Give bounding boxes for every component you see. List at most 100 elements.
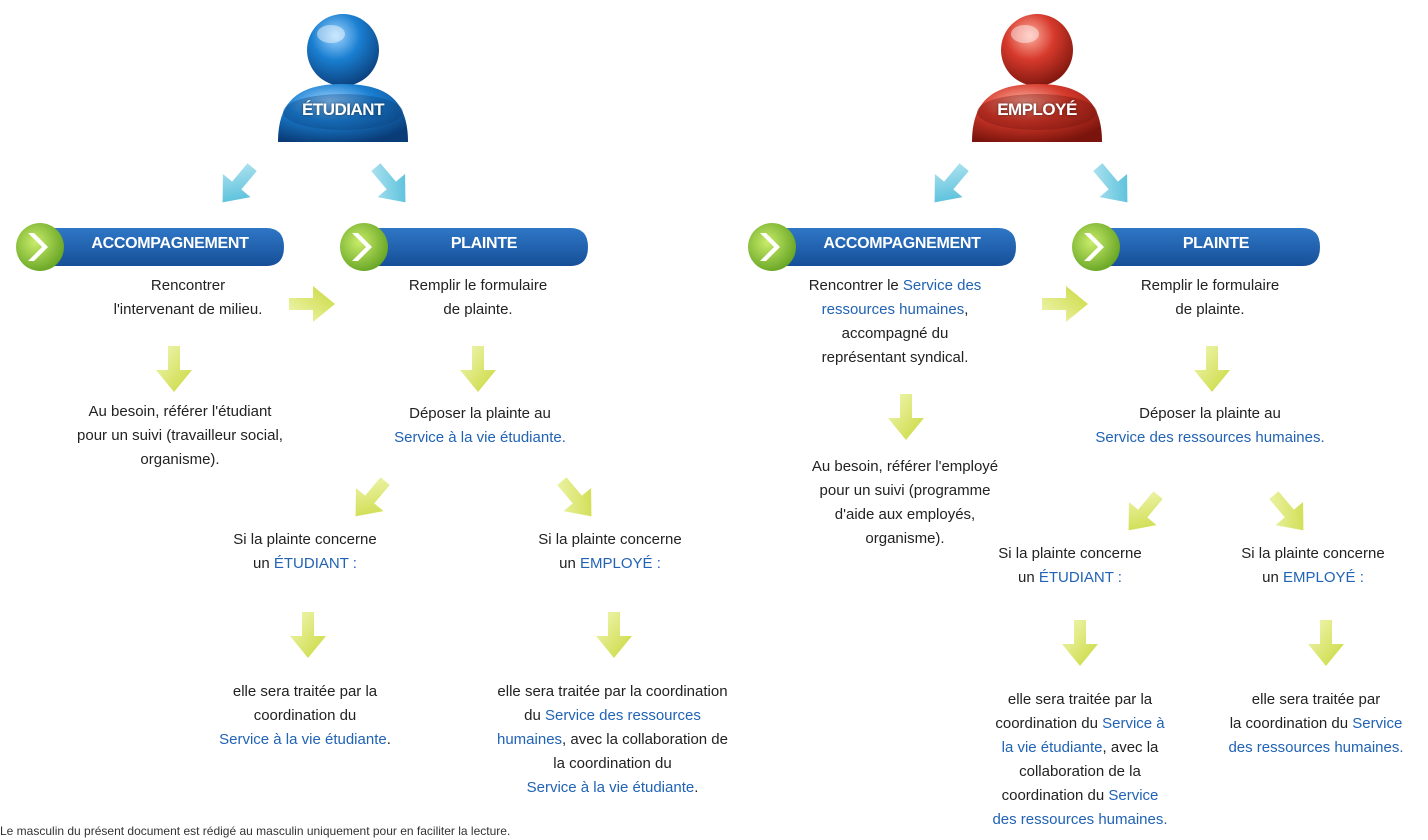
link-service-rh: Service [1352, 715, 1403, 732]
link-service-rh: des ressources humaines. [992, 811, 1168, 828]
text-line: . [386, 731, 391, 748]
text-line: Déposer la plainte au [1139, 405, 1281, 422]
accomp-need-employee: Au besoin, référer l'employé pour un sui… [760, 455, 1050, 551]
text-line: , avec la [1102, 739, 1159, 756]
text-line: coordination du [1001, 787, 1109, 804]
arrow-icon [588, 608, 640, 660]
accomp-need-student: Au besoin, référer l'étudiant pour un su… [20, 400, 340, 472]
arrow-icon [1054, 616, 1106, 668]
arrow-icon [212, 158, 264, 210]
banner-plainte-student: PLAINTE [338, 222, 590, 272]
person-employee-icon: EMPLOYÉ [952, 2, 1122, 147]
highlight-employe: EMPLOYÉ : [1283, 569, 1364, 586]
text-line: elle sera traitée par la [232, 683, 378, 700]
arrow-icon [364, 158, 416, 210]
footnote: Le masculin du présent document est rédi… [0, 824, 511, 838]
text-line: Si la plainte concerne [538, 531, 682, 548]
text-line: de plainte. [1175, 301, 1245, 318]
text-line: collaboration de la [1019, 763, 1141, 780]
accomp-text-employee: Rencontrer le Service des ressources hum… [770, 274, 1020, 370]
banner-title: PLAINTE [1182, 235, 1250, 252]
plainte-text-employee: Remplir le formulaire de plainte. [1100, 274, 1320, 322]
arrow-icon [924, 158, 976, 210]
banner-title: ACCOMPAGNEMENT [823, 235, 981, 252]
link-service-vie-etudiante: Service à la vie étudiante [219, 731, 387, 748]
text-line: pour un suivi (travailleur social, [77, 427, 283, 444]
text-line: un [1262, 569, 1283, 586]
text-line: de plainte. [443, 301, 513, 318]
result-employe-employee: elle sera traitée par la coordination du… [1204, 688, 1428, 760]
text-line: Au besoin, référer l'employé [811, 458, 999, 475]
text-line: Rencontrer [150, 277, 226, 294]
text-line: coordination du [253, 707, 357, 724]
text-line: représentant syndical. [821, 349, 969, 366]
arrow-icon [1038, 278, 1090, 330]
person-employee-label: EMPLOYÉ [997, 100, 1077, 119]
text-line: Si la plainte concerne [1241, 545, 1385, 562]
link-service-vie-etudiante: la vie étudiante [1001, 739, 1103, 756]
result-etudiant-employee: elle sera traitée par la coordination du… [962, 688, 1198, 832]
banner-accompagnement-employee: ACCOMPAGNEMENT [746, 222, 1018, 272]
arrow-icon [452, 342, 504, 394]
text-line: la coordination du [553, 755, 672, 772]
cas-etudiant-employee: Si la plainte concerne un ÉTUDIANT : [965, 542, 1175, 590]
text-line: un [1018, 569, 1039, 586]
arrow-icon [1118, 486, 1170, 538]
text-line: organisme). [140, 451, 220, 468]
text-line: elle sera traitée par la [1007, 691, 1153, 708]
text-line: Remplir le formulaire [1140, 277, 1280, 294]
text-line: Au besoin, référer l'étudiant [88, 403, 272, 420]
text-line: pour un suivi (programme [819, 482, 991, 499]
person-student-icon: ÉTUDIANT [258, 2, 428, 147]
cas-employe-student: Si la plainte concerne un EMPLOYÉ : [505, 528, 715, 576]
arrow-icon [282, 608, 334, 660]
link-service-vie-etudiante: Service à la vie étudiante. [394, 429, 566, 446]
text-line: Si la plainte concerne [233, 531, 377, 548]
result-etudiant-student: elle sera traitée par la coordination du… [185, 680, 425, 752]
link-service-rh: ressources humaines [821, 301, 965, 318]
link-service-rh: Service des ressources humaines. [1095, 429, 1325, 446]
text-line: elle sera traitée par [1251, 691, 1381, 708]
link-service-rh: des ressources humaines. [1228, 739, 1404, 756]
highlight-employe: EMPLOYÉ : [580, 555, 661, 572]
highlight-etudiant: ÉTUDIANT : [1038, 569, 1122, 586]
accomp-text-student: Rencontrer l'intervenant de milieu. [78, 274, 298, 322]
text-line: elle sera traitée par la coordination [497, 683, 728, 700]
highlight-etudiant: ÉTUDIANT : [273, 555, 357, 572]
deposer-employee: Déposer la plainte au Service des ressou… [1060, 402, 1360, 450]
text-line: Remplir le formulaire [408, 277, 548, 294]
link-service-rh: Service [1108, 787, 1159, 804]
text-line: coordination du [995, 715, 1103, 732]
banner-accompagnement-student: ACCOMPAGNEMENT [14, 222, 286, 272]
link-service-rh: Service des ressources [544, 707, 701, 724]
link-service-vie-etudiante: Service à la vie étudiante [526, 779, 695, 796]
cas-etudiant-student: Si la plainte concerne un ÉTUDIANT : [200, 528, 410, 576]
text-line: un [253, 555, 274, 572]
text-line: Déposer la plainte au [409, 405, 551, 422]
arrow-icon [345, 472, 397, 524]
text-line: Si la plainte concerne [998, 545, 1142, 562]
arrow-icon [285, 278, 337, 330]
person-student-label: ÉTUDIANT [302, 100, 384, 119]
arrow-icon [1086, 158, 1138, 210]
arrow-icon [880, 390, 932, 442]
text-line: , [964, 301, 969, 318]
arrow-icon [550, 472, 602, 524]
text-line: , avec la collaboration de [562, 731, 728, 748]
text-line: Rencontrer le [808, 277, 903, 294]
banner-title: ACCOMPAGNEMENT [91, 235, 249, 252]
link-service-vie-etudiante: Service à [1102, 715, 1165, 732]
banner-title: PLAINTE [450, 235, 518, 252]
plainte-text-student: Remplir le formulaire de plainte. [368, 274, 588, 322]
arrow-icon [1186, 342, 1238, 394]
text-line: un [559, 555, 580, 572]
cas-employe-employee: Si la plainte concerne un EMPLOYÉ : [1208, 542, 1418, 590]
arrow-icon [1262, 486, 1314, 538]
deposer-student: Déposer la plainte au Service à la vie é… [345, 402, 615, 450]
text-line: la coordination du [1229, 715, 1353, 732]
arrow-icon [148, 342, 200, 394]
result-employe-student: elle sera traitée par la coordination du… [455, 680, 770, 800]
link-service-rh: Service des [902, 277, 982, 294]
text-line: . [694, 779, 699, 796]
link-service-rh: humaines [497, 731, 563, 748]
